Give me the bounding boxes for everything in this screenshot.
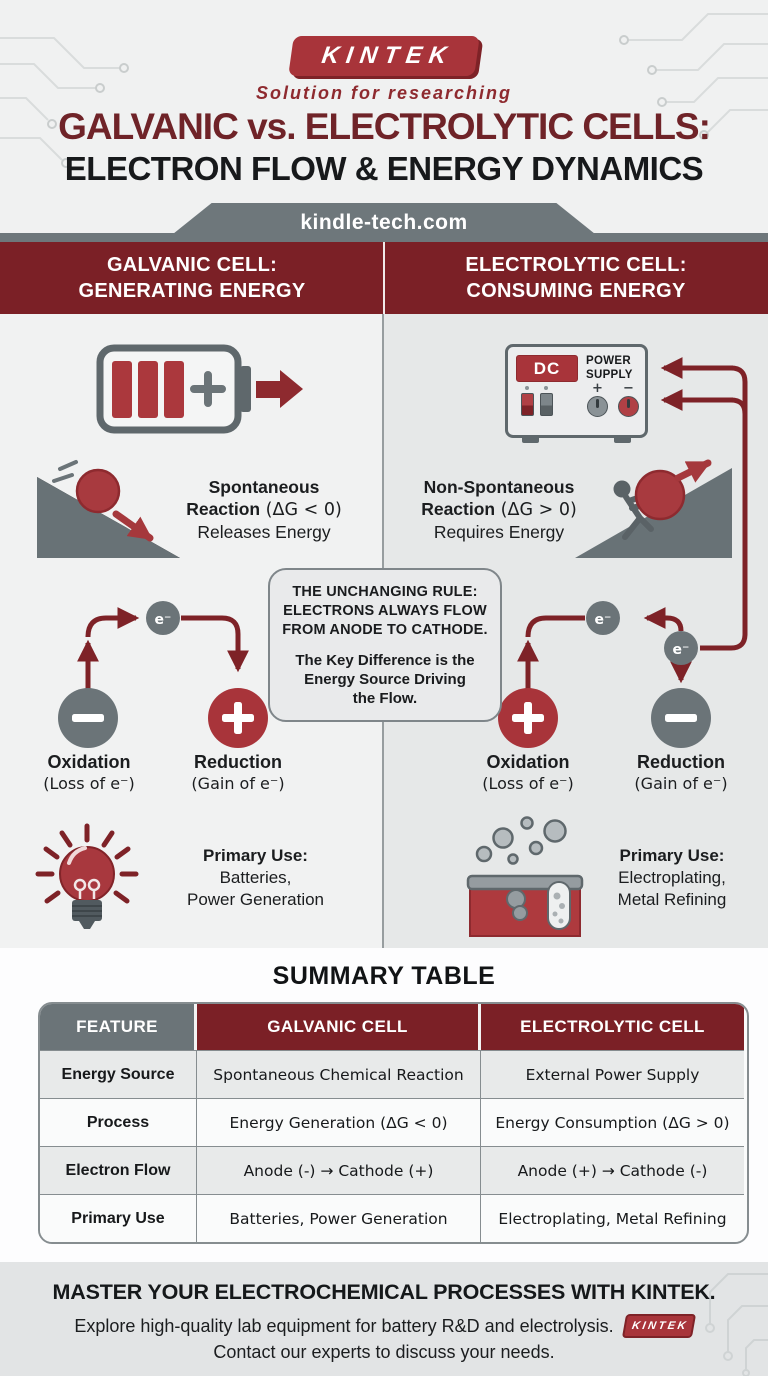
- svg-text:e⁻: e⁻: [595, 612, 612, 628]
- power-switch-red: [521, 393, 534, 416]
- footer-line1-row: Explore high-quality lab equipment for b…: [0, 1314, 768, 1338]
- dc-power-supply-icon: DC POWER SUPPLY + −: [505, 344, 648, 443]
- indicator-dot: [525, 386, 529, 390]
- circuit-decoration-footer: [705, 1273, 768, 1376]
- ramp-up-illustration: [575, 459, 732, 558]
- header-divider: [383, 242, 385, 314]
- summary-table-title: SUMMARY TABLE: [272, 962, 496, 990]
- electron-icon: e⁻: [586, 601, 620, 635]
- table-row: Electron Flow Anode (-) → Cathode (+) An…: [40, 1146, 747, 1194]
- electrolytic-reduction-label: Reduction (Gain of e⁻): [634, 752, 728, 793]
- page-title-line1: GALVANIC vs. ELECTROLYTIC CELLS:: [58, 106, 711, 147]
- table-row: Primary Use Batteries, Power Generation …: [40, 1194, 747, 1242]
- footer-headline: MASTER YOUR ELECTROCHEMICAL PROCESSES WI…: [52, 1280, 716, 1304]
- plus-knob: [587, 396, 608, 417]
- electrolytic-column-header: ELECTROLYTIC CELL: CONSUMING ENERGY: [465, 254, 687, 302]
- galvanic-oxidation-label: Oxidation (Loss of e⁻): [43, 752, 135, 793]
- svg-text:e⁻: e⁻: [155, 612, 172, 628]
- svg-text:e⁻: e⁻: [673, 642, 690, 658]
- footer-line2: Contact our experts to discuss your need…: [213, 1342, 555, 1362]
- minus-knob-label: −: [623, 381, 634, 396]
- column-header-electrolytic: ELECTROLYTIC CELL: [481, 1004, 744, 1050]
- page-title-line2: ELECTRON FLOW & ENERGY DYNAMICS: [64, 150, 704, 187]
- circuit-decoration-top-right: [619, 13, 768, 140]
- kintek-logo-text: KINTEK: [320, 42, 456, 69]
- footer-section: MASTER YOUR ELECTROCHEMICAL PROCESSES WI…: [0, 1262, 768, 1376]
- column-header-galvanic: GALVANIC CELL: [197, 1004, 481, 1050]
- indicator-dot: [544, 386, 548, 390]
- table-row: Energy Source Spontaneous Chemical React…: [40, 1050, 747, 1098]
- power-supply-label: POWER SUPPLY: [586, 355, 633, 381]
- kintek-logo: KINTEK: [288, 36, 480, 76]
- galvanic-reduction-label: Reduction (Gain of e⁻): [191, 752, 285, 793]
- cathode-minus-electrode-icon: [651, 688, 711, 748]
- anode-minus-electrode-icon: [58, 688, 118, 748]
- galvanic-primary-use: Primary Use: Batteries, Power Generation: [186, 846, 325, 909]
- kintek-footer-logo: KINTEK: [621, 1314, 696, 1338]
- electron-icon: e⁻: [664, 631, 698, 665]
- battery-icon: [96, 344, 303, 434]
- supply-foot: [522, 435, 539, 443]
- electroplating-icon: [466, 816, 584, 937]
- unchanging-rule-box: THE UNCHANGING RULE: ELECTRONS ALWAYS FL…: [268, 568, 502, 722]
- anode-plus-electrode-icon: [498, 688, 558, 748]
- plus-knob-label: +: [592, 381, 603, 396]
- supply-foot: [614, 435, 631, 443]
- ramp-down-illustration: [37, 460, 180, 558]
- website-url[interactable]: kindle-tech.com: [300, 210, 468, 234]
- summary-table: FEATURE GALVANIC CELL ELECTROLYTIC CELL …: [38, 1002, 749, 1244]
- galvanic-column-header: GALVANIC CELL: GENERATING ENERGY: [78, 254, 306, 302]
- cathode-plus-electrode-icon: [208, 688, 268, 748]
- electrolytic-electron-flow-diagram: e⁻ e⁻: [498, 356, 748, 748]
- top-header-section: KINTEK Solution for researching GALVANIC…: [0, 0, 768, 242]
- footer-line1: Explore high-quality lab equipment for b…: [74, 1315, 614, 1336]
- table-header-row: FEATURE GALVANIC CELL ELECTROLYTIC CELL: [40, 1004, 747, 1050]
- dc-label: DC: [516, 355, 578, 382]
- brand-tagline: Solution for researching: [255, 83, 513, 103]
- table-row: Process Energy Generation (ΔG < 0) Energ…: [40, 1098, 747, 1146]
- circuit-decoration-top-left: [0, 37, 129, 168]
- galvanic-electron-flow-diagram: e⁻: [58, 601, 268, 748]
- minus-knob: [618, 396, 639, 417]
- spontaneous-reaction-text: Spontaneous Reaction (ΔG < 0) Releases E…: [186, 477, 342, 542]
- light-bulb-icon: [35, 823, 139, 929]
- power-switch-gray: [540, 393, 553, 416]
- electrolytic-oxidation-label: Oxidation (Loss of e⁻): [482, 752, 574, 793]
- non-spontaneous-reaction-text: Non-Spontaneous Reaction (ΔG > 0) Requir…: [421, 477, 577, 542]
- column-header-feature: FEATURE: [40, 1004, 197, 1050]
- electrolytic-primary-use: Primary Use: Electroplating, Metal Refin…: [617, 846, 727, 909]
- electron-icon: e⁻: [146, 601, 180, 635]
- website-banner[interactable]: kindle-tech.com: [163, 203, 605, 242]
